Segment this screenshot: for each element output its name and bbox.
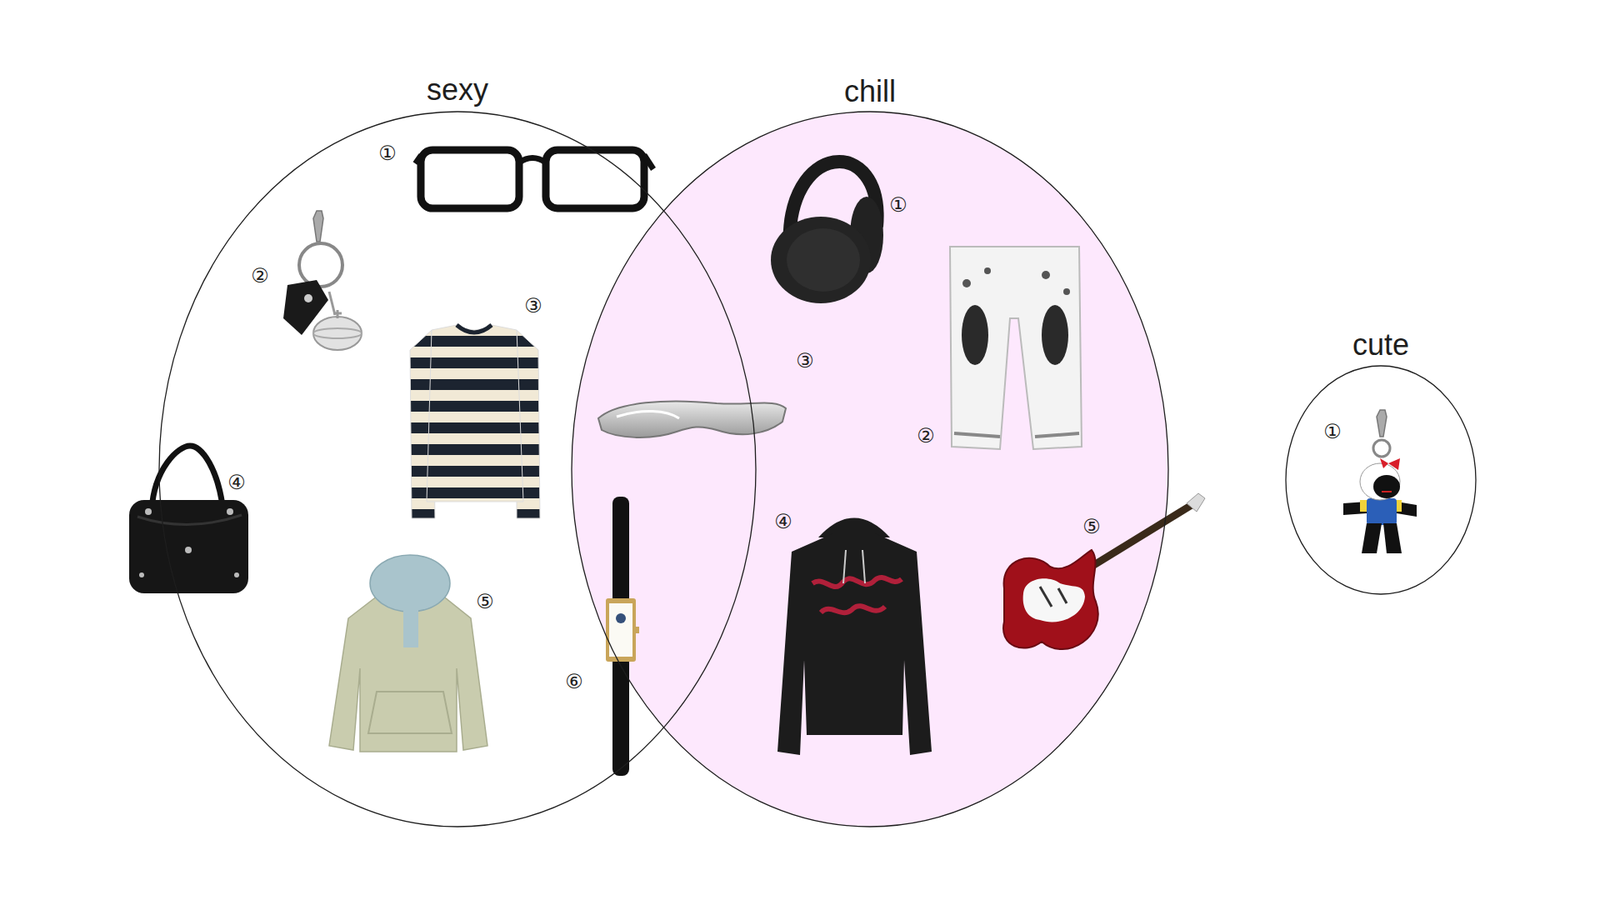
electric-guitar-part [1186, 493, 1205, 512]
white-jeans-part [950, 246, 1082, 450]
callout-number: ④ [774, 511, 793, 532]
black-bag [129, 445, 249, 594]
callout-number: ⑤ [475, 591, 495, 612]
black-bag-part [185, 546, 192, 554]
black-bag-part [129, 500, 249, 594]
black-hoodie-part [820, 605, 885, 613]
callout-number: ③ [524, 295, 543, 316]
category-title: chill [569, 74, 1171, 109]
callout-number: ⑥ [565, 671, 584, 692]
electric-guitar-part [1058, 588, 1067, 604]
ellipse-border [571, 111, 1169, 827]
orb-keychain-part [313, 316, 362, 350]
electric-guitar-part [1023, 578, 1085, 622]
glasses [415, 150, 654, 209]
callout-number: ① [1323, 421, 1342, 442]
orb-keychain-part [304, 294, 313, 303]
watch-part [609, 603, 633, 657]
watch-part [615, 613, 626, 624]
category-ellipse: chill [569, 71, 1171, 830]
glasses-part [415, 155, 421, 164]
ellipse-outline [156, 109, 759, 830]
plush-keychain-part [1380, 458, 1400, 470]
silver-sunglasses-part [598, 400, 786, 438]
silver-sunglasses [598, 400, 786, 438]
ellipse-outline [1283, 363, 1479, 597]
callout-number: ③ [795, 350, 815, 371]
plush-keychain-part [1381, 490, 1392, 493]
black-hoodie [777, 518, 932, 756]
black-bag-part [139, 572, 145, 578]
ellipse-border [1285, 365, 1476, 595]
white-jeans-part [961, 305, 989, 365]
white-jeans-part [1041, 270, 1050, 280]
sage-hoodie-part [403, 604, 419, 648]
callout-number: ② [250, 265, 270, 286]
white-jeans-part [962, 279, 971, 288]
striped-sweater-part [456, 325, 492, 333]
sage-hoodie-part [368, 691, 452, 734]
sage-hoodie [329, 555, 488, 752]
electric-guitar-part [1040, 586, 1052, 607]
plush-keychain-part [1361, 523, 1382, 554]
black-bag-part [226, 508, 234, 515]
callout-number: ① [378, 143, 397, 164]
white-jeans-part [1041, 305, 1069, 365]
black-bag-part [145, 508, 152, 515]
black-bag-part [137, 515, 242, 525]
orb-keychain-part [313, 210, 324, 242]
white-jeans-part [1063, 288, 1070, 295]
glasses-part [545, 150, 645, 209]
headphones-part [770, 216, 871, 304]
headphones [770, 161, 884, 304]
sage-hoodie-part [370, 555, 450, 612]
silver-sunglasses-part [616, 410, 680, 419]
callout-number: ④ [227, 472, 246, 493]
plush-keychain-part [1376, 410, 1387, 437]
black-hoodie-part [812, 577, 902, 587]
glasses-part [420, 150, 520, 209]
glasses-part [519, 158, 546, 164]
orb-keychain [283, 210, 362, 350]
glasses-part [644, 155, 654, 170]
orb-keychain-part [313, 328, 362, 339]
watch [605, 496, 640, 776]
orb-keychain-part [329, 291, 335, 315]
orb-keychain-part [299, 243, 343, 287]
plush-keychain-part [1383, 523, 1402, 554]
ellipse-outline [569, 109, 1171, 830]
ellipse-border [159, 111, 756, 827]
electric-guitar-part [1003, 550, 1099, 650]
callout-number: ① [889, 195, 908, 215]
black-hoodie-part [843, 550, 846, 584]
category-ellipse: cute [1283, 325, 1479, 597]
category-title: sexy [156, 72, 759, 107]
black-hoodie-part [862, 550, 865, 584]
plush-keychain-part [1373, 475, 1400, 499]
plush-keychain-part [1373, 440, 1390, 457]
watch-part [635, 626, 640, 634]
callout-number: ② [916, 425, 935, 446]
category-title: cute [1283, 327, 1479, 362]
white-jeans-part [984, 267, 991, 275]
striped-sweater-part [426, 325, 524, 502]
chill-region-fill [571, 111, 1169, 827]
watch-part [605, 598, 636, 662]
headphones-part [786, 228, 860, 292]
plush-keychain-part [1360, 463, 1400, 500]
orb-keychain-part [333, 312, 342, 315]
category-ellipse: sexy [156, 70, 759, 830]
plush-keychain [1343, 410, 1417, 554]
white-jeans [950, 246, 1082, 450]
striped-sweater [410, 325, 540, 519]
callout-number: ⑤ [1082, 516, 1101, 537]
sage-hoodie-part [329, 585, 488, 752]
black-hoodie-part [777, 533, 932, 755]
black-bag-part [234, 572, 240, 578]
electric-guitar [1003, 493, 1205, 650]
white-jeans-part [954, 433, 1080, 437]
plush-keychain-part [1366, 498, 1397, 525]
